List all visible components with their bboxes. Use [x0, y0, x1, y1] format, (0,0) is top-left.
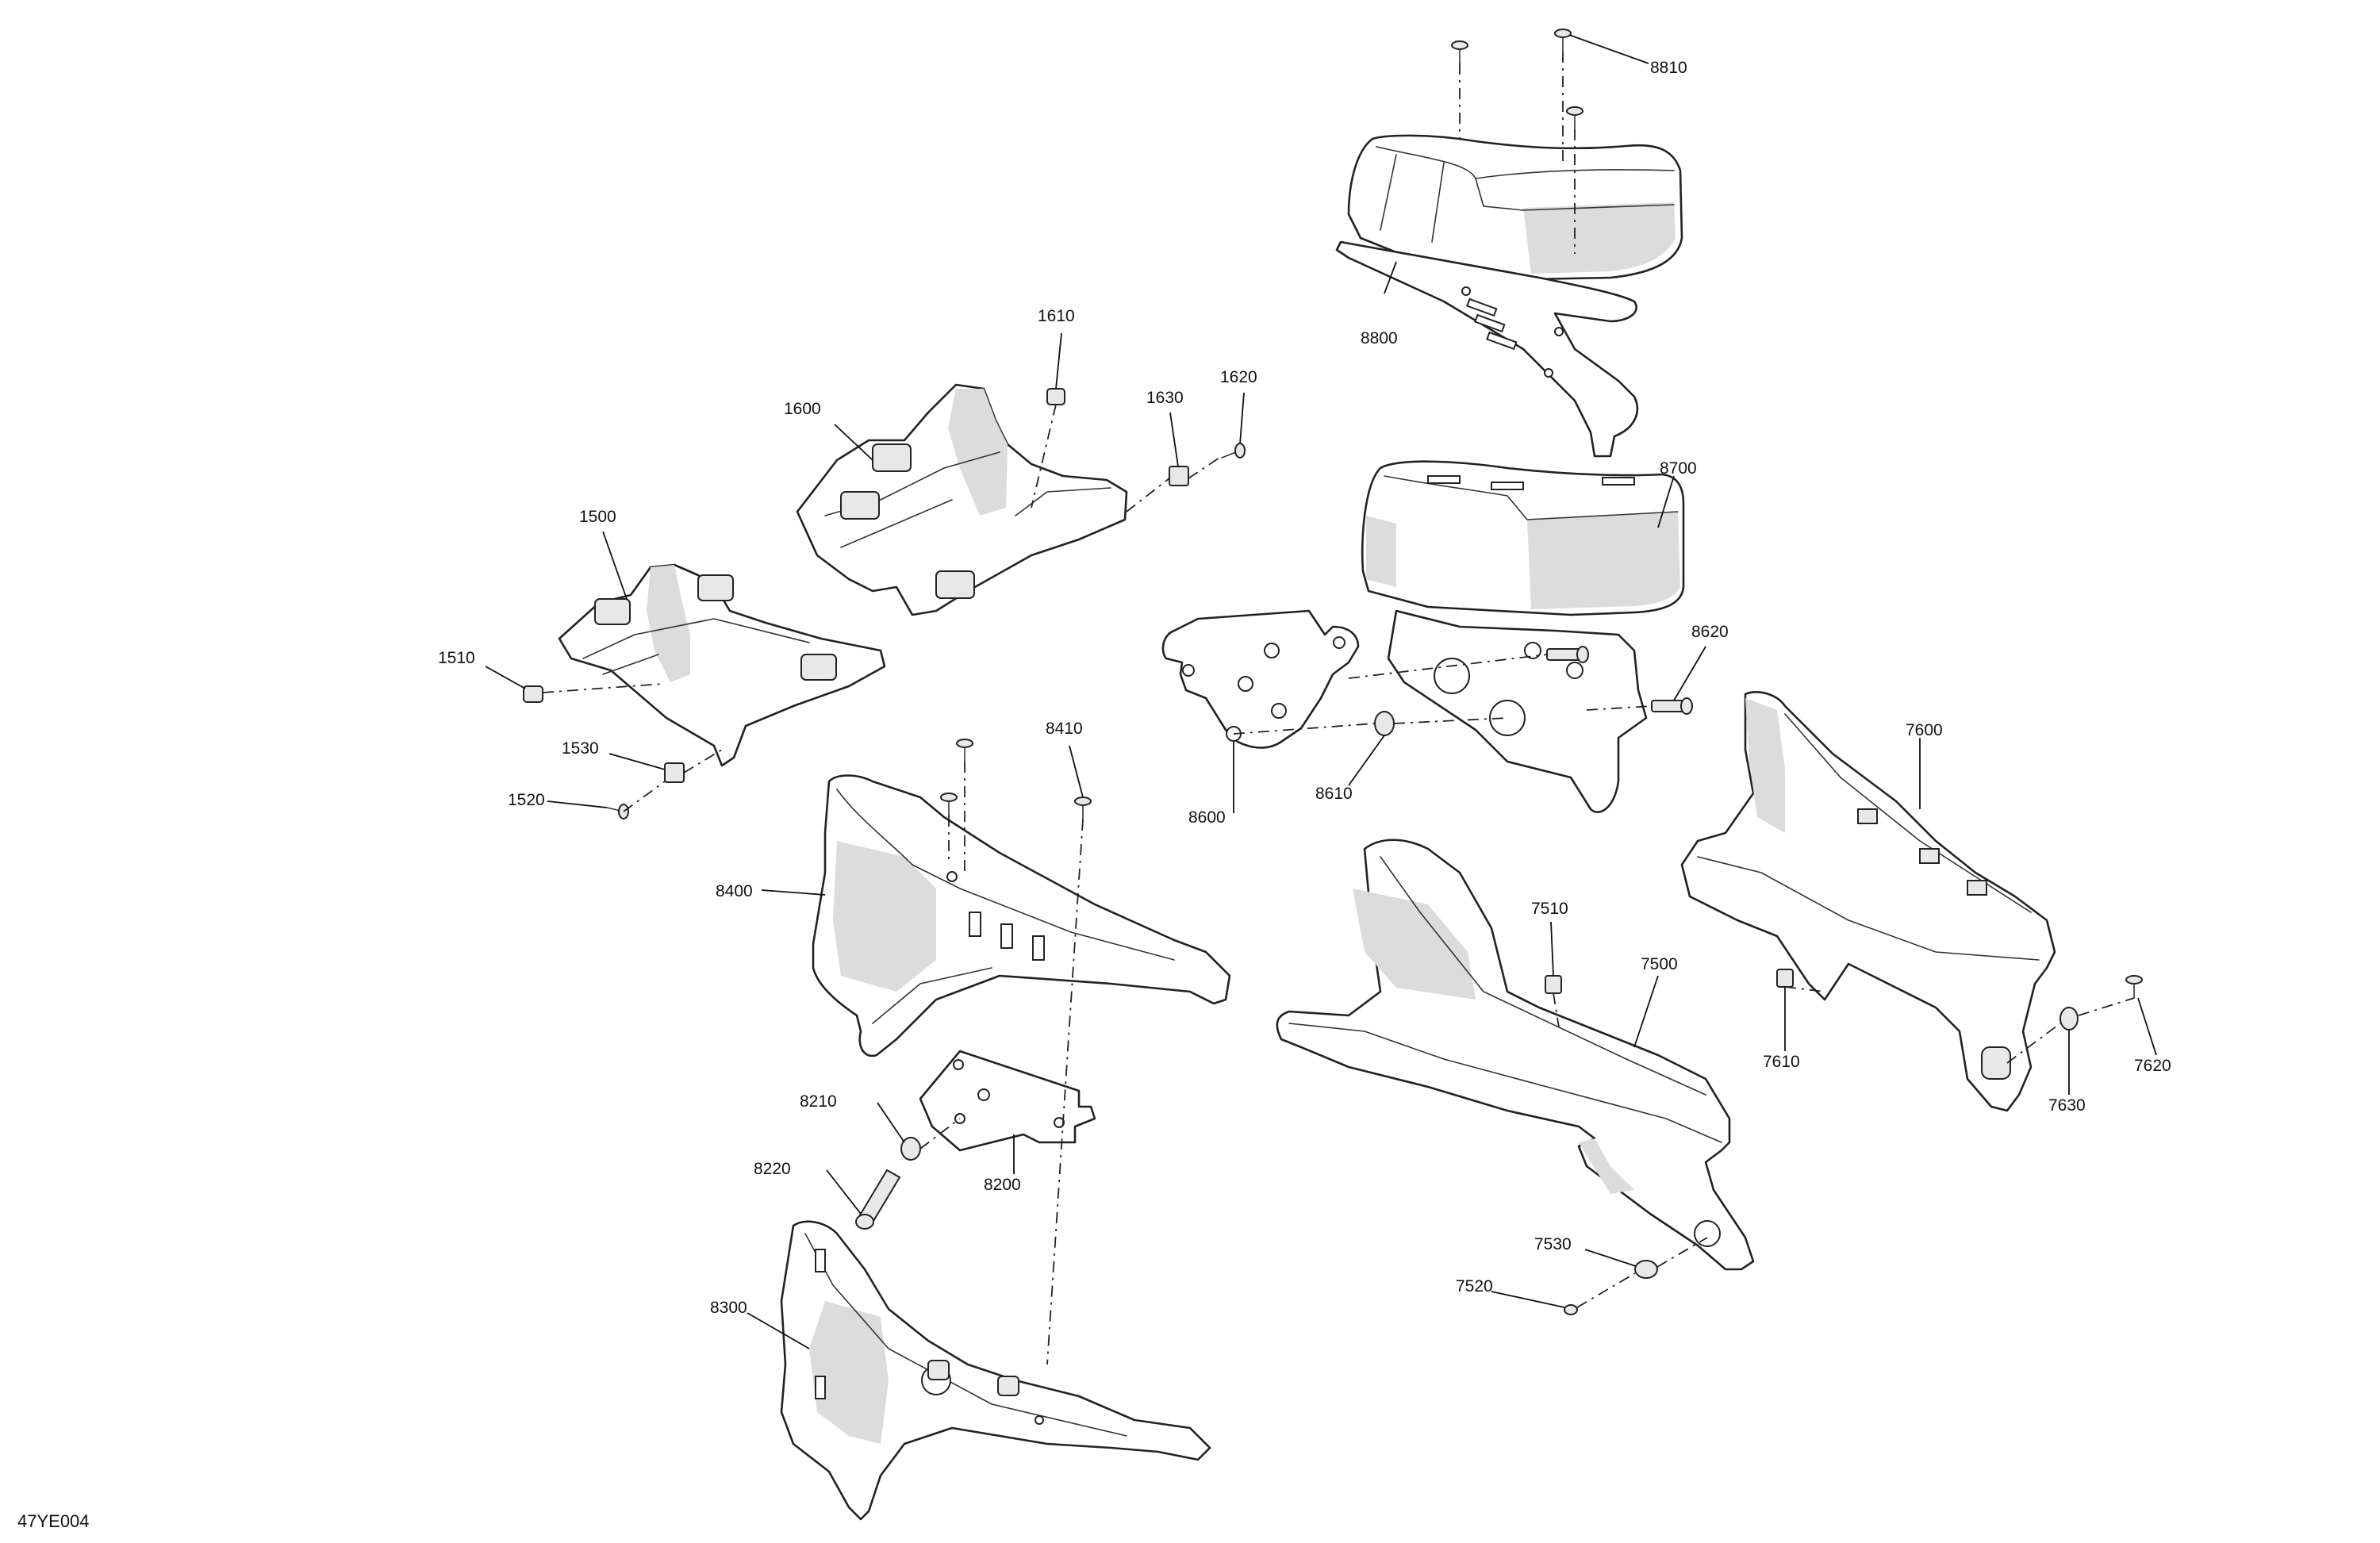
callout-1620: 1620: [1220, 368, 1257, 386]
callout-7630: 7630: [2048, 1096, 2086, 1115]
part-7500-panel: [1276, 839, 1755, 1271]
callout-8600: 8600: [1188, 808, 1226, 827]
callout-7600: 7600: [1906, 721, 1943, 739]
callout-labels: 8810 8800 1610 1620 1630 1600 1500 1510 …: [17, 59, 2171, 1531]
callout-1500: 1500: [579, 508, 616, 526]
callout-1630: 1630: [1146, 389, 1184, 407]
callout-7620: 7620: [2134, 1057, 2171, 1075]
part-8700-cover: [1361, 460, 1685, 813]
callout-8610: 8610: [1315, 785, 1353, 803]
callout-7520: 7520: [1456, 1277, 1493, 1295]
callout-1510: 1510: [438, 649, 475, 667]
callout-8400: 8400: [716, 882, 753, 900]
callout-8800: 8800: [1361, 329, 1398, 347]
leader-lines: [485, 34, 2157, 1349]
callout-8620: 8620: [1691, 623, 1729, 641]
callout-8210: 8210: [800, 1092, 837, 1111]
callout-1610: 1610: [1038, 307, 1075, 325]
callout-1530: 1530: [562, 739, 599, 758]
part-1500-tray: [558, 563, 886, 767]
callout-8810: 8810: [1650, 59, 1687, 77]
callout-8200: 8200: [984, 1176, 1021, 1194]
part-8200-bracket: [919, 1050, 1096, 1152]
callout-1600: 1600: [784, 400, 821, 418]
part-8800-cover: [1335, 134, 1683, 458]
diagram-code: 47YE004: [17, 1511, 90, 1531]
hardware-fasteners: [523, 29, 2143, 1315]
part-1600-tray: [796, 383, 1128, 616]
callout-7530: 7530: [1534, 1235, 1572, 1253]
part-8400-cover: [812, 774, 1231, 1057]
part-8300-cover: [780, 1220, 1211, 1521]
alignment-lines: [542, 52, 2135, 1365]
callout-1520: 1520: [508, 791, 545, 809]
callout-8300: 8300: [710, 1299, 747, 1317]
callout-7610: 7610: [1763, 1053, 1800, 1071]
part-7600-panel: [1680, 690, 2056, 1112]
callout-7510: 7510: [1531, 900, 1568, 918]
callout-8410: 8410: [1046, 720, 1083, 738]
callout-8220: 8220: [754, 1160, 791, 1178]
callout-7500: 7500: [1641, 955, 1678, 973]
callout-8700: 8700: [1660, 459, 1697, 478]
part-8600-bracket: [1161, 609, 1360, 749]
